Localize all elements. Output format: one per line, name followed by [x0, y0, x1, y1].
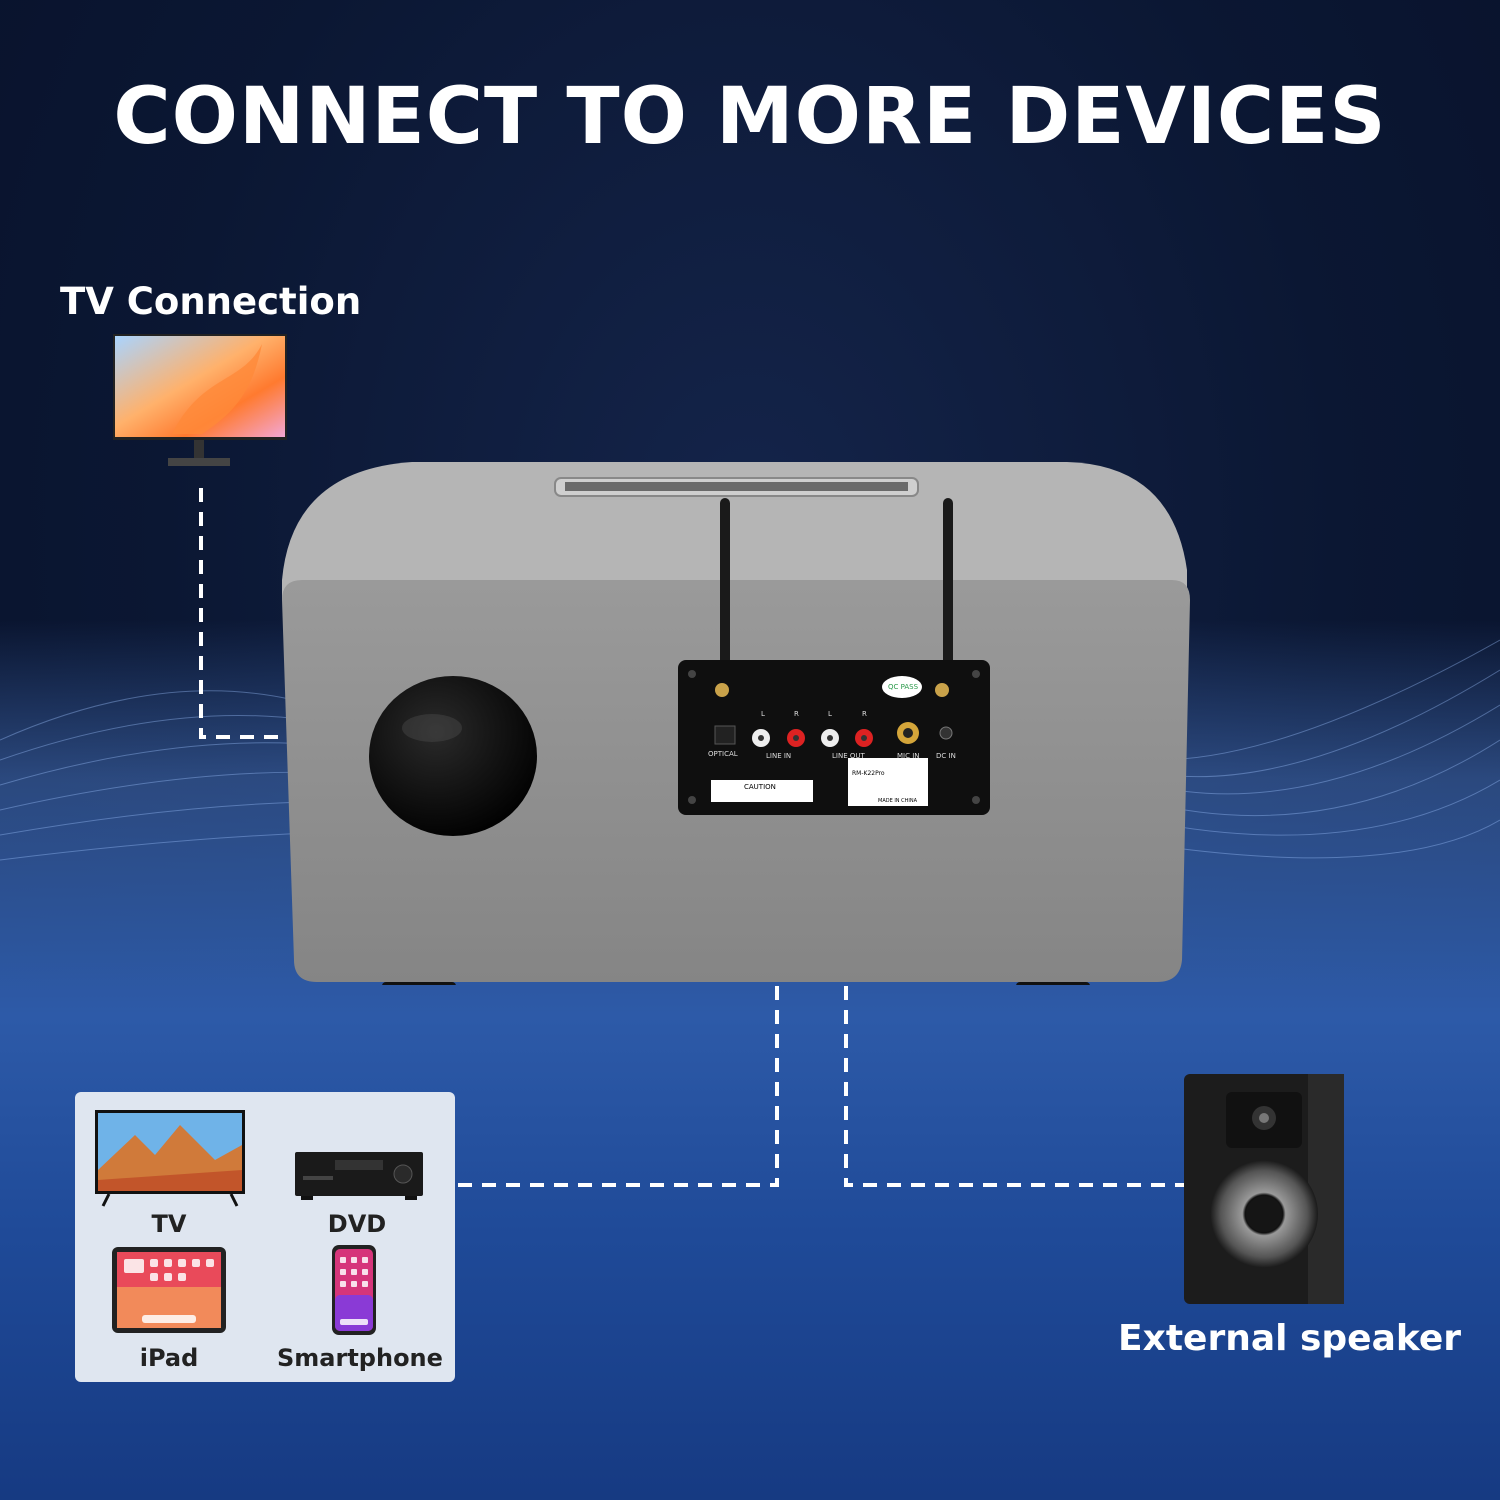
tv-connection-line	[199, 488, 715, 739]
smartphone-icon	[332, 1245, 376, 1335]
device-label-dvd: DVD	[327, 1210, 387, 1238]
page-title: CONNECT TO MORE DEVICES	[113, 72, 1387, 162]
external-speaker-icon	[1184, 1074, 1344, 1304]
line-in-right-label: R	[794, 710, 799, 718]
qc-pass-sticker: QC PASS	[888, 683, 919, 691]
panel-graphics	[688, 670, 980, 806]
mic-in-port-label: MIC IN	[897, 752, 920, 760]
device-label-tv: TV	[151, 1210, 187, 1238]
tv-icon	[95, 1110, 245, 1207]
dvd-player-icon	[295, 1152, 423, 1200]
line-out-right-label: R	[862, 710, 867, 718]
line-in-left-label: L	[761, 710, 765, 718]
device-label-ipad: iPad	[139, 1344, 199, 1372]
tv-connection-label: TV Connection	[60, 280, 362, 323]
external-speaker-label: External speaker	[1118, 1318, 1462, 1359]
made-in-label: MADE IN CHINA	[878, 798, 918, 804]
ipad-icon	[112, 1247, 226, 1333]
caution-label: CAUTION	[744, 783, 776, 791]
model-number: RM-K22Pro	[852, 770, 885, 777]
line-in-port-label: LINE IN	[766, 752, 792, 760]
line-out-left-label: L	[828, 710, 832, 718]
dc-in-port-label: DC IN	[936, 752, 956, 760]
line-out-port-label: LINE OUT	[832, 752, 865, 760]
rear-io-panel: OPTICAL LINE IN LINE OUT MIC IN DC IN L …	[678, 660, 990, 815]
source-devices-box: TV DVD iPad	[75, 1092, 455, 1382]
monitor-icon	[113, 334, 287, 466]
optical-port-label: OPTICAL	[708, 750, 738, 758]
device-label-smartphone: Smartphone	[277, 1344, 443, 1372]
